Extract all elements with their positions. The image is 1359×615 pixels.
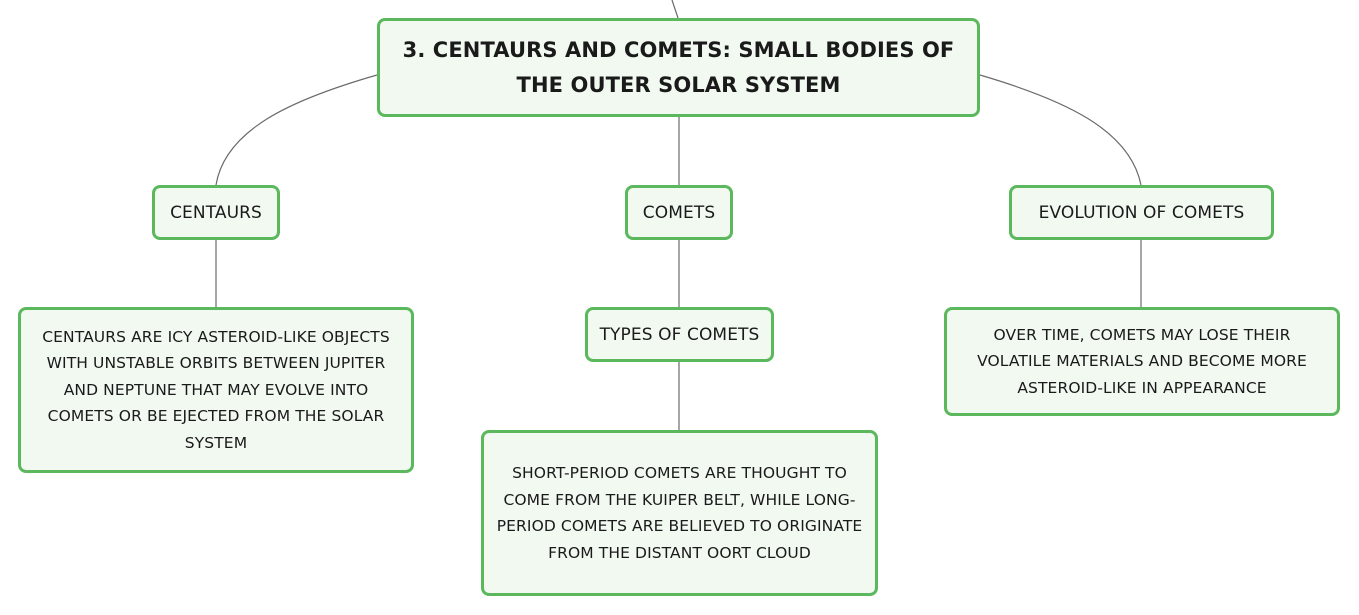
centaurs-detail-text: CENTAURS ARE ICY ASTEROID-LIKE OBJECTS W… xyxy=(42,327,390,452)
subtopic-types-of-comets[interactable]: TYPES OF COMETS xyxy=(585,307,774,362)
topic-evolution-label: EVOLUTION OF COMETS xyxy=(1038,202,1245,223)
topic-centaurs[interactable]: CENTAURS xyxy=(152,185,280,240)
subtopic-types-label: TYPES OF COMETS xyxy=(599,324,760,345)
types-of-comets-detail-node[interactable]: SHORT-PERIOD COMETS ARE THOUGHT TO COME … xyxy=(481,430,878,596)
evolution-detail-text: OVER TIME, COMETS MAY LOSE THEIR VOLATIL… xyxy=(977,325,1307,397)
connector-root-to-centaurs xyxy=(215,74,378,186)
topic-evolution-of-comets[interactable]: EVOLUTION OF COMETS xyxy=(1009,185,1274,240)
topic-comets[interactable]: COMETS xyxy=(625,185,733,240)
topic-centaurs-label: CENTAURS xyxy=(170,202,262,223)
connector-parent-to-root xyxy=(671,0,679,19)
topic-comets-label: COMETS xyxy=(642,202,716,223)
centaurs-detail-node[interactable]: CENTAURS ARE ICY ASTEROID-LIKE OBJECTS W… xyxy=(18,307,414,473)
connector-root-to-evolution xyxy=(979,74,1142,186)
root-node-label: 3. CENTAURS AND COMETS: SMALL BODIES OF … xyxy=(402,37,955,97)
types-of-comets-detail-text: SHORT-PERIOD COMETS ARE THOUGHT TO COME … xyxy=(496,464,863,562)
root-node[interactable]: 3. CENTAURS AND COMETS: SMALL BODIES OF … xyxy=(377,18,980,117)
evolution-detail-node[interactable]: OVER TIME, COMETS MAY LOSE THEIR VOLATIL… xyxy=(944,307,1340,416)
